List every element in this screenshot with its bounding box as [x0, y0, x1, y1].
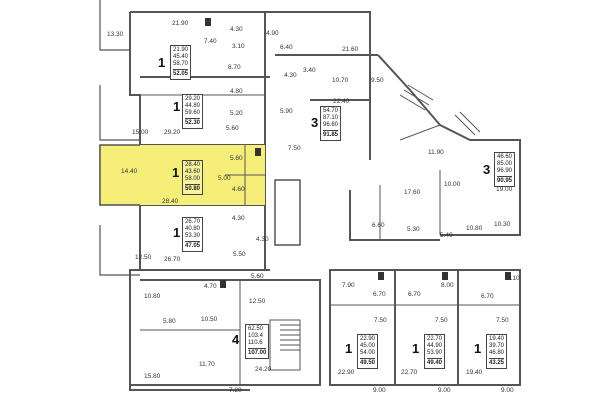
room-area: 5.40 [440, 232, 453, 239]
room-area: 12.50 [135, 254, 152, 261]
room-area: 4.30 [232, 215, 245, 222]
room-area: 7.50 [288, 145, 301, 152]
room-area: 6.40 [280, 44, 293, 51]
room-area: 6.70 [408, 291, 421, 298]
room-area: 9.00 [501, 387, 514, 394]
apartment-room-count: 1 [173, 99, 181, 114]
room-area: 7.50 [374, 317, 387, 324]
apartment-room-count: 3 [483, 162, 491, 177]
room-area: 6.60 [372, 222, 385, 229]
room-area: 10.50 [201, 316, 218, 323]
room-area: 11.70 [199, 361, 215, 368]
room-area: 7.90 [342, 282, 355, 289]
room-area: 15.00 [132, 129, 149, 136]
room-area: 19.40 [466, 369, 483, 376]
room-area: 7.50 [496, 317, 509, 324]
room-area: 5.50 [233, 251, 246, 258]
room-area: 17.60 [404, 189, 421, 196]
room-area: 9.00 [373, 387, 386, 394]
room-area: 5.80 [163, 318, 176, 325]
room-area: 7.40 [204, 38, 217, 45]
apartment-room-count: 1 [412, 341, 420, 356]
room-area: 9.50 [371, 77, 384, 84]
room-area: 10.80 [144, 293, 161, 300]
room-area: 19.00 [496, 186, 513, 193]
room-area: 10.70 [332, 77, 349, 84]
room-area: 5.60 [226, 125, 239, 132]
room-area: 5.30 [407, 226, 420, 233]
room-area: 26.70 [164, 256, 181, 263]
room-area: 5.90 [280, 108, 293, 115]
room-area: 4.30 [230, 26, 243, 33]
room-area: 4.60 [232, 186, 245, 193]
apartment-room-count: 4 [232, 332, 240, 347]
room-area: 6.10 [507, 275, 520, 282]
room-area: 5.60 [251, 273, 264, 280]
room-area: 10.80 [466, 225, 483, 232]
room-area: 3.10 [232, 43, 245, 50]
room-area: 29.20 [164, 129, 181, 136]
room-area: 13.30 [107, 31, 124, 38]
room-area: 7.50 [435, 317, 448, 324]
apartment-room-count: 1 [158, 55, 166, 70]
room-area: 22.90 [338, 369, 355, 376]
room-area: 21.90 [172, 20, 189, 27]
room-area: 24.20 [255, 366, 272, 373]
room-area: 10.00 [444, 181, 461, 188]
room-area: 4.80 [230, 88, 243, 95]
room-area: 4.30 [256, 236, 269, 243]
apartment-room-count: 1 [173, 225, 181, 240]
room-area: 14.40 [121, 168, 138, 175]
apartment-room-count: 1 [474, 341, 482, 356]
room-area: 3.40 [303, 67, 316, 74]
room-area: 28.40 [162, 198, 179, 205]
room-area: 4.30 [284, 72, 297, 79]
room-area: 11.90 [428, 149, 444, 156]
room-area: 5.00 [218, 175, 231, 182]
room-area: 8.00 [441, 282, 454, 289]
apartment-room-count: 1 [172, 165, 180, 180]
room-area: 4.90 [266, 30, 279, 37]
room-area: 6.70 [373, 291, 386, 298]
room-area: 4.70 [204, 283, 217, 290]
room-area: 21.60 [342, 46, 359, 53]
room-area: 7.20 [229, 387, 242, 394]
room-area: 22.70 [401, 369, 418, 376]
room-area: 5.20 [230, 110, 243, 117]
room-area: 15.80 [144, 373, 161, 380]
room-area: 8.70 [228, 64, 241, 71]
room-area: 5.60 [230, 155, 243, 162]
apartment-room-count: 3 [311, 115, 319, 130]
room-area: 6.70 [481, 293, 494, 300]
wall [130, 11, 378, 56]
room-area: 12.50 [249, 298, 266, 305]
room-area: 22.40 [333, 98, 350, 105]
apartment-room-count: 1 [345, 341, 353, 356]
room-area: 9.00 [438, 387, 451, 394]
room-area: 10.30 [494, 221, 511, 228]
